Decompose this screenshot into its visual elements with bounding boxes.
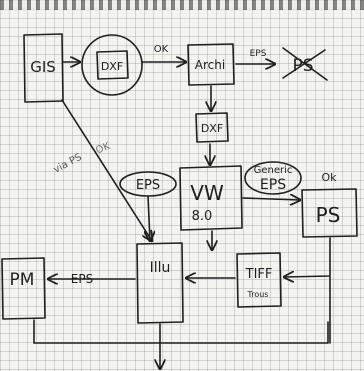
dxf-circle-label: DXF — [101, 60, 123, 73]
archi-label: Archi — [195, 58, 225, 72]
archi-box — [187, 43, 235, 86]
tiff-box — [236, 252, 282, 308]
generic-label: Generic — [254, 165, 293, 176]
tiff-sub-label: Trous — [247, 290, 269, 299]
arrow-gis-via-ps-to-illu — [61, 99, 152, 241]
dxf-circle-node — [81, 34, 143, 96]
dxf-inner-box — [96, 50, 129, 80]
ps-cross-mark — [282, 47, 328, 81]
eps-ellipse-label: EPS — [136, 178, 160, 193]
ok-top-label: OK — [154, 44, 169, 55]
via-ps-label: via PS — [52, 152, 84, 176]
vw-box — [179, 165, 243, 231]
arrow-eps-to-illu — [148, 195, 150, 241]
gis-label: GIS — [30, 58, 56, 76]
illu-box — [136, 242, 184, 324]
eps-archi-ps-label: EPS — [250, 49, 267, 59]
arrow-ps-to-tiff — [284, 237, 331, 277]
pm-label: PM — [10, 270, 35, 290]
vw-version-label: 8.0 — [192, 209, 213, 224]
generic-eps-ellipse-node — [244, 161, 302, 195]
notebook-binding — [0, 0, 364, 10]
eps-illu-pm-label: EPS — [71, 272, 93, 286]
arrow-vw-to-ps — [242, 198, 300, 200]
tiff-label: TIFF — [245, 267, 273, 282]
vw-label: VW — [190, 181, 224, 205]
illu-label: Illu — [150, 260, 171, 276]
ok-right-label: Ok — [321, 171, 337, 184]
dxf-box-node — [195, 112, 229, 143]
ps-crossed-label: PS — [292, 56, 313, 76]
ps-box — [301, 188, 358, 238]
bottom-merge-line — [33, 319, 329, 344]
pm-box — [1, 257, 46, 320]
ps-box-label: PS — [316, 203, 341, 227]
dxf-box-label: DXF — [201, 122, 223, 135]
ok-diagonal-label: OK — [94, 141, 112, 157]
generic-eps-label: EPS — [260, 177, 286, 193]
